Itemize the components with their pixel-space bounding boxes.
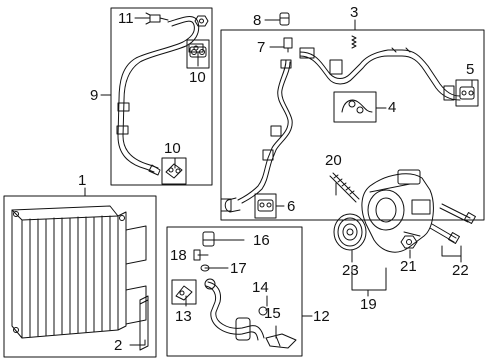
callout-23: 23: [342, 262, 359, 279]
bracket-4-box: [333, 91, 377, 123]
drier-pipe-assembly: [204, 278, 265, 341]
pressure-switch-16: [202, 231, 215, 247]
gasket-6-box: [254, 193, 277, 219]
callout-9: 9: [90, 87, 99, 104]
callout-13: 13: [175, 308, 192, 325]
gasket-5-box: [455, 79, 479, 107]
bolt-20: [329, 172, 360, 203]
liquid-line: [220, 59, 293, 213]
bolts-22: [429, 203, 476, 244]
oring-14: [258, 306, 268, 316]
discharge-hose: [116, 16, 200, 176]
suction-hose-assembly: [299, 47, 461, 101]
callout-4: 4: [388, 99, 397, 116]
callout-5: 5: [466, 61, 475, 78]
callout-2: 2: [114, 337, 123, 354]
callout-8: 8: [253, 12, 262, 29]
callout-22: 22: [452, 262, 469, 279]
callout-14: 14: [252, 279, 269, 296]
oring-17: [200, 264, 210, 272]
gasket-13-box: [171, 279, 197, 305]
gasket-10-bottom-box: [161, 157, 187, 185]
callout-3: 3: [350, 4, 359, 21]
clutch-pulley-23: [333, 213, 367, 251]
valve-18: [193, 249, 201, 261]
compressor: [361, 169, 434, 253]
box-discharge-line: [110, 7, 213, 186]
callout-21: 21: [400, 258, 417, 275]
cap-8: [279, 12, 290, 26]
callout-1: 1: [78, 172, 87, 189]
callout-11: 11: [118, 10, 134, 27]
box-condenser: [3, 195, 157, 358]
valve-core-7: [283, 37, 293, 53]
callout-10-lower: 10: [164, 140, 181, 157]
callout-18: 18: [170, 247, 187, 264]
box-suction-line: [220, 29, 485, 221]
callout-6: 6: [287, 198, 296, 215]
callout-19: 19: [360, 296, 377, 313]
service-valve-11: [145, 12, 169, 25]
callout-10-upper: 10: [189, 69, 206, 86]
callout-16: 16: [253, 232, 270, 249]
callout-20: 20: [325, 152, 342, 169]
callout-12: 12: [313, 308, 330, 325]
callout-7: 7: [257, 39, 266, 56]
bracket-15: [265, 333, 297, 349]
leader-lines: [84, 17, 473, 346]
receiver-bracket-2: [139, 295, 149, 351]
callout-17: 17: [230, 260, 247, 277]
nut-21: [400, 235, 418, 249]
condenser-core: [11, 205, 147, 339]
callout-15: 15: [264, 305, 281, 322]
nut-small: [194, 15, 209, 27]
gasket-10-top-box: [186, 39, 210, 69]
box-receiver-drier: [166, 226, 303, 357]
spring-clip: [351, 35, 357, 49]
